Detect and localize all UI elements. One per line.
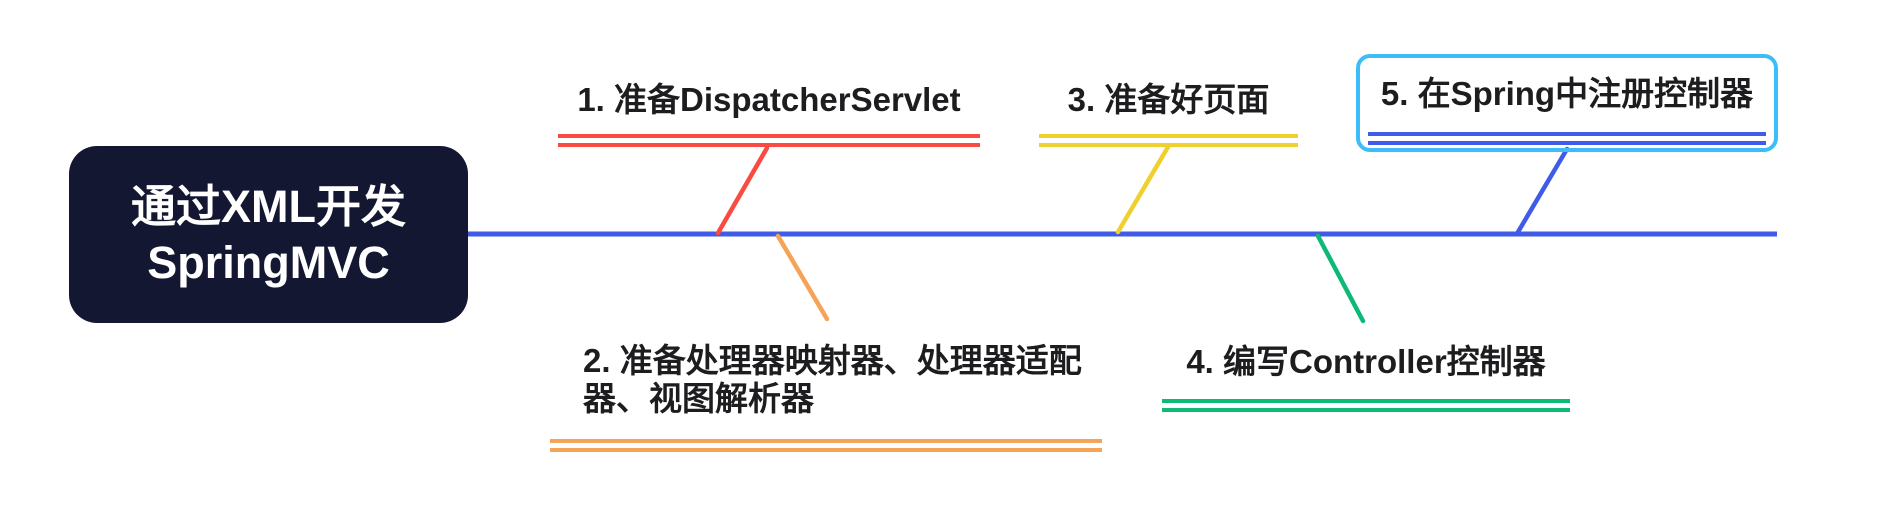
root-topic-line1: 通过XML开发 [131,180,406,232]
branch-4-connector [1315,233,1366,324]
branch-5-connector [1515,146,1570,235]
branch-3-connector [1115,144,1171,235]
branch-3-label: 3. 准备好页面 [1067,81,1270,118]
root-topic[interactable]: 通过XML开发 SpringMVC [69,146,468,323]
branch-topic-5-selected[interactable]: 5. 在Spring中注册控制器 [1356,54,1778,152]
branch-2-connector [775,233,830,322]
branch-1-underline [558,134,980,147]
branch-4-label: 4. 编写Controller控制器 [1186,343,1546,380]
branch-topic-3[interactable]: 3. 准备好页面 [1039,78,1298,147]
branch-3-underline [1039,134,1298,147]
branch-5-underline [1368,132,1766,145]
branch-topic-4[interactable]: 4. 编写Controller控制器 [1162,340,1570,412]
branch-5-label: 5. 在Spring中注册控制器 [1380,75,1754,112]
branch-2-underline [550,439,1102,452]
branch-4-underline [1162,399,1570,412]
branch-1-label: 1. 准备DispatcherServlet [577,81,961,118]
branch-topic-1[interactable]: 1. 准备DispatcherServlet [558,78,980,147]
branch-2-label: 2. 准备处理器映射器、处理器适配器、视图解析器 [583,342,1082,417]
root-topic-line2: SpringMVC [147,236,390,288]
branch-topic-2[interactable]: 2. 准备处理器映射器、处理器适配器、视图解析器 [550,342,1102,452]
branch-1-connector [715,145,770,236]
